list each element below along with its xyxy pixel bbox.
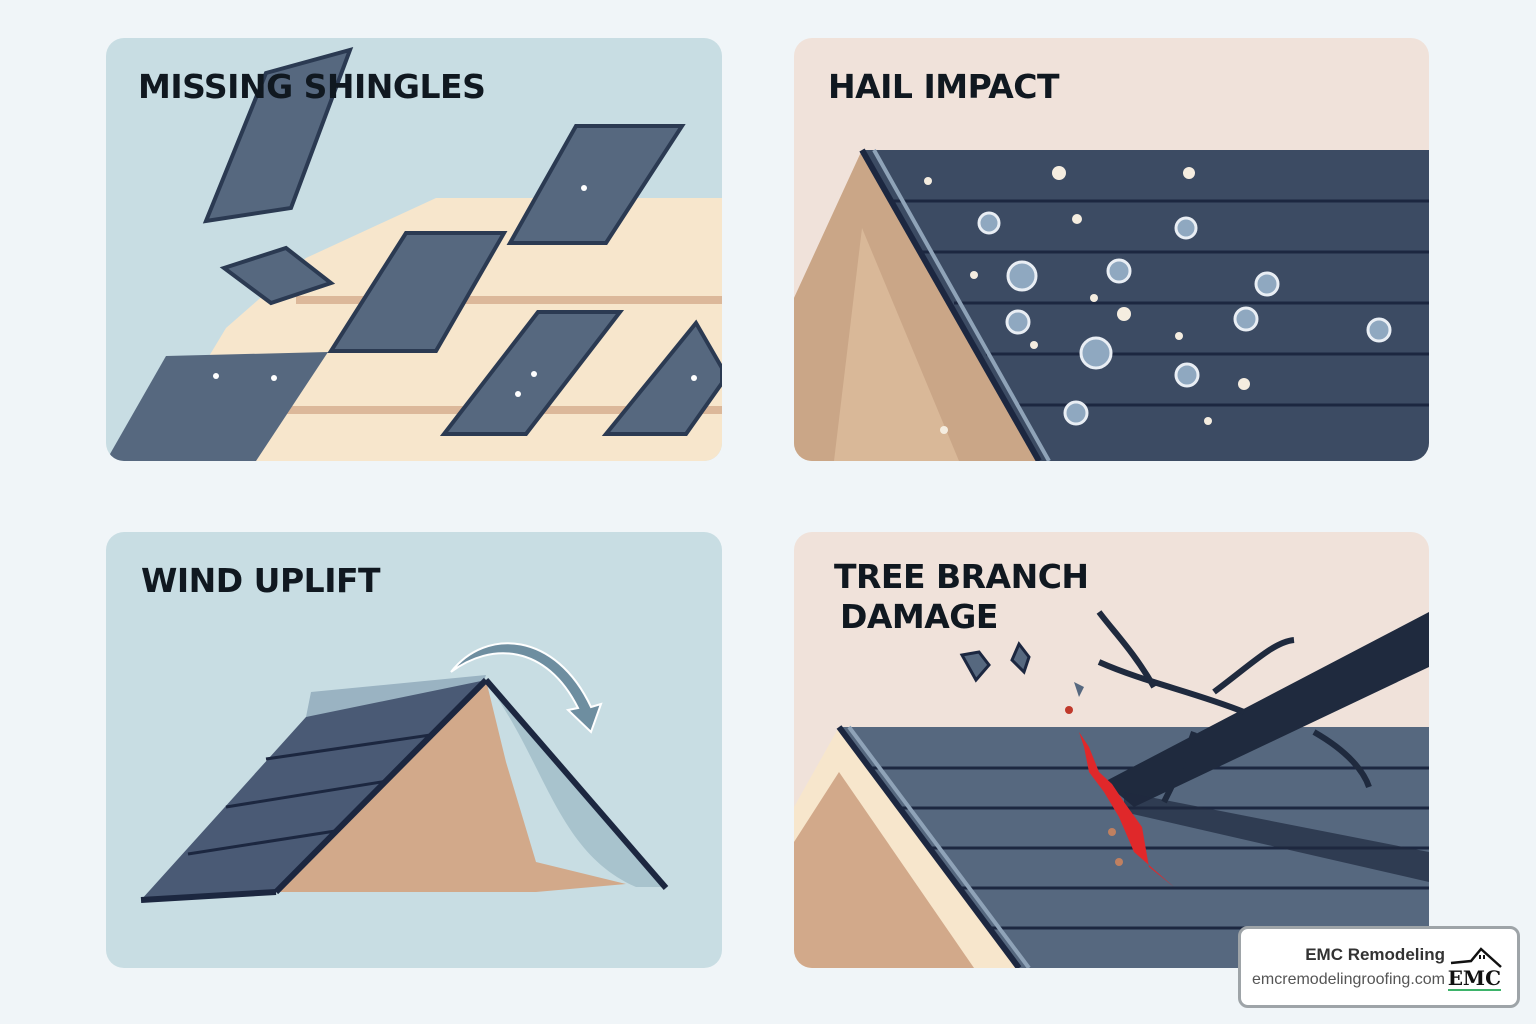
tree-branch-damage-illustration [794, 610, 1429, 968]
tree-branch-damage-panel: TREE BRANCH DAMAGE [794, 532, 1429, 968]
hail-impact-illustration [794, 148, 1429, 461]
panel-title-line-2: DAMAGE [840, 597, 998, 636]
wind-uplift-panel: WIND UPLIFT [106, 532, 722, 968]
company-website: emcremodelingroofing.com [1252, 971, 1445, 988]
panel-title: MISSING SHINGLES [138, 67, 486, 106]
company-badge: EMC Remodeling emcremodelingroofing.com … [1238, 926, 1520, 1008]
house-logo-icon [1450, 947, 1502, 968]
company-name: EMC Remodeling [1305, 945, 1445, 964]
wind-uplift-illustration [140, 642, 669, 903]
panel-title: WIND UPLIFT [141, 561, 381, 600]
missing-shingles-illustration [106, 47, 722, 461]
panel-title-line-1: TREE BRANCH [834, 557, 1089, 596]
hail-impact-panel: HAIL IMPACT [794, 38, 1429, 461]
logo-text: EMC [1447, 966, 1501, 991]
missing-shingles-panel: MISSING SHINGLES [106, 38, 722, 461]
panel-title: HAIL IMPACT [828, 67, 1060, 106]
